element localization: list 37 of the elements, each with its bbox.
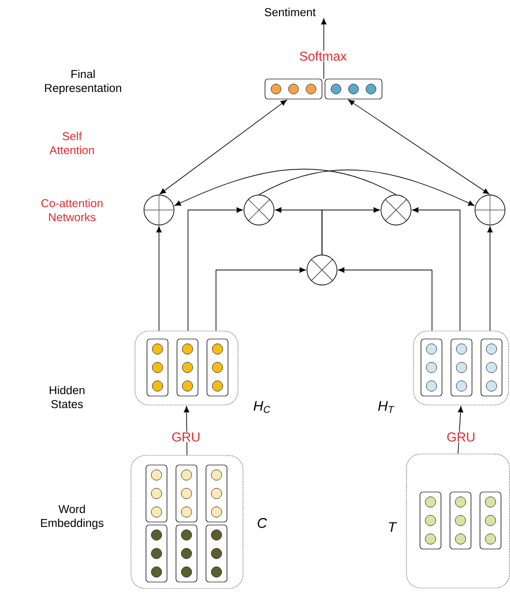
variable-label: C [258, 518, 268, 528]
stage-label: Self Attention [49, 132, 94, 154]
product-circle [244, 194, 274, 226]
stage-label: Word Embeddings [41, 504, 104, 530]
vector-group-box [130, 455, 244, 589]
stage-label: Final Representation [45, 70, 122, 94]
arrow [188, 207, 243, 332]
sum-circle [474, 194, 506, 226]
vector-box [324, 78, 382, 100]
edge-label: Softmax [298, 50, 348, 62]
edge-label: GRU [446, 432, 476, 442]
vector-box [264, 78, 322, 100]
arrow [184, 406, 190, 456]
arrow [338, 267, 432, 332]
stage-label: Hidden States [50, 386, 84, 408]
arrow [348, 100, 490, 194]
stage-label: Co-attention Networks [41, 198, 102, 222]
output-label: Sentiment [264, 8, 316, 16]
variable-label: H$_{T}$ [378, 401, 394, 413]
edge-label: GRU [171, 432, 201, 442]
arrow [487, 226, 493, 332]
variable-label: H$_{C}$ [254, 401, 270, 413]
arrow [458, 406, 464, 454]
arrow [156, 226, 162, 332]
sum-circle [144, 194, 174, 226]
arrow [258, 170, 474, 206]
vector-group-box [134, 330, 238, 406]
product-circle [306, 254, 338, 286]
variable-label: T [388, 522, 398, 532]
arrow [174, 168, 396, 206]
arrow [160, 100, 287, 194]
arrow [412, 207, 460, 332]
product-circle [380, 194, 412, 226]
arrow [322, 207, 380, 255]
vector-group-box [413, 330, 509, 406]
vector-group-box [406, 454, 510, 588]
arrow [216, 267, 306, 332]
